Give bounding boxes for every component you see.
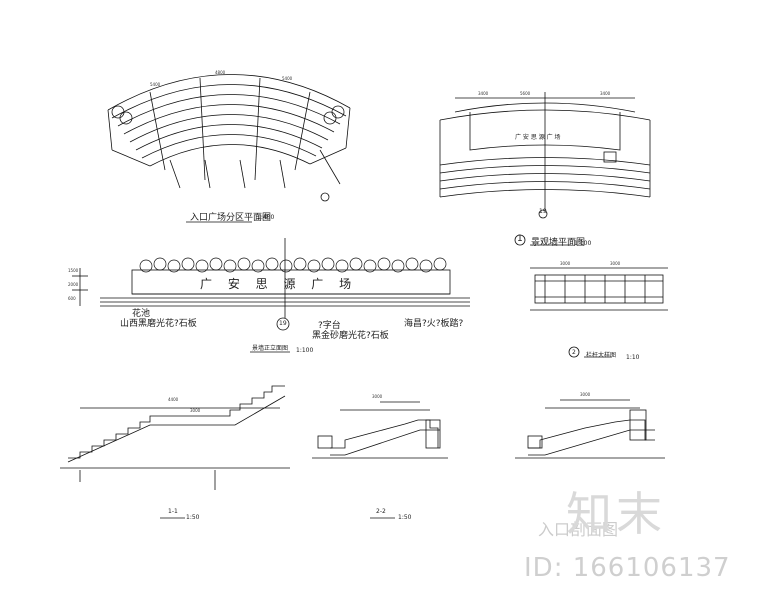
elevation-note-planter: 花池 [132,309,151,319]
railing-detail-drawing [530,267,668,358]
section-2-title: 2-2 [376,508,386,515]
svg-text:3000: 3000 [560,261,571,266]
elevation-note-lettering: ?字台 [318,321,341,331]
elevation-note-paving: 海昌?火?板踏? [404,319,464,329]
svg-text:5400: 5400 [150,82,161,87]
railing-detail-scale: 1:10 [626,354,640,361]
svg-text:2000: 2000 [68,282,79,287]
svg-text:3400: 3400 [600,91,611,96]
svg-text:3000: 3000 [610,261,621,266]
section-1-drawing [60,385,290,519]
svg-text:4400: 4400 [168,397,179,402]
svg-text:3000: 3000 [372,394,383,399]
section-1-scale: 1:50 [186,514,200,521]
elevation-wall-text: 广 安 思 源 广 场 [200,277,358,291]
elevation-axis-number: 19 [279,320,287,327]
svg-text:4800: 4800 [215,70,226,75]
wall-plan-center-text: 广 安 思 源 广 场 [515,134,561,141]
section-2-scale: 1:50 [398,514,412,521]
section-2-drawing [312,401,448,519]
svg-text:5600: 5600 [520,91,531,96]
elevation-drawing [72,238,470,353]
wall-plan-title: 景观墙平面图 [531,238,586,248]
elevation-note-gold-granite: 黑金砂磨光花?石板 [312,331,389,341]
railing-detail-marker: 2 [572,349,576,356]
watermark-logo: 知末 [566,487,666,541]
svg-text:3000: 3000 [580,392,591,397]
entrance-plan-title: 入口广场分区平面图 [190,213,272,223]
svg-text:600: 600 [68,296,76,301]
wall-plan-axis-number: 19 [539,208,547,215]
section-3-title: 入口剖面图 [538,520,619,539]
svg-text:3400: 3400 [478,91,489,96]
entrance-plan-scale: 1:400 [257,214,275,221]
wall-plan-scale: 1:100 [574,240,592,247]
elevation-title: 景墙正立面图 [252,345,289,352]
elevation-note-black-granite: 山西黑磨光花?石板 [120,319,197,329]
svg-text:5400: 5400 [282,76,293,81]
wall-plan-marker: 1 [517,234,523,244]
watermark-id: ID: 166106137 [524,553,731,583]
svg-text:3000: 3000 [190,408,201,413]
svg-text:1500: 1500 [68,268,79,273]
railing-detail-title: 栏杆大样图 [586,352,617,359]
section-3-drawing [515,399,665,459]
section-1-title: 1-1 [168,508,178,515]
entrance-plan-drawing [107,74,351,223]
wall-plan-drawing [439,92,651,246]
elevation-scale: 1:100 [296,347,314,354]
